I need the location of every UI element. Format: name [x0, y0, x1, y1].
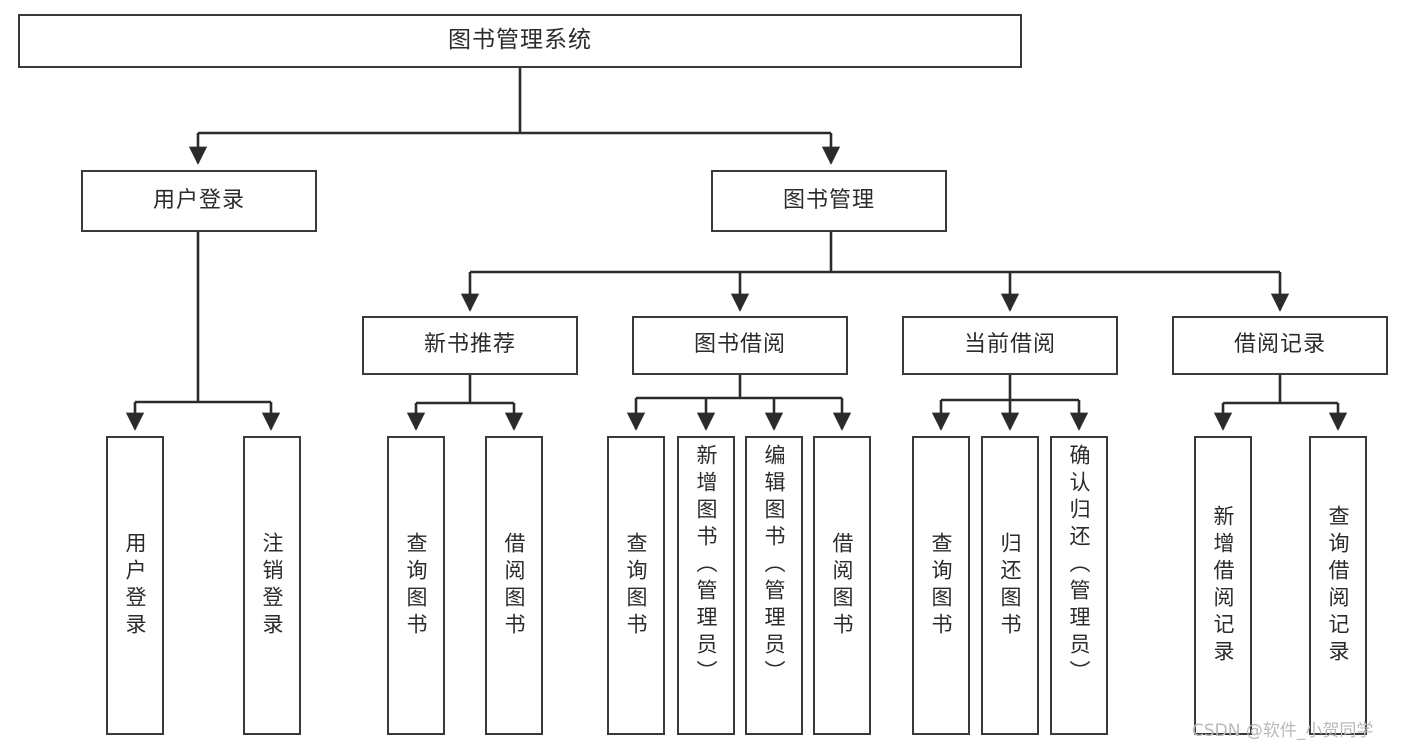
node-current-borrow[interactable]: 当前借阅 — [902, 316, 1118, 375]
node-label: 查询图书 — [624, 531, 649, 640]
csdn-watermark: CSDN @软件_小贺同学 — [1192, 721, 1374, 741]
leaf-borrow-book-2[interactable]: 借阅图书 — [813, 436, 871, 735]
node-book-borrow[interactable]: 图书借阅 — [632, 316, 848, 375]
leaf-query-borrow-record[interactable]: 查询借阅记录 — [1309, 436, 1367, 735]
node-root-system[interactable]: 图书管理系统 — [18, 14, 1022, 68]
node-label: 用户登录 — [152, 187, 245, 213]
node-borrow-record[interactable]: 借阅记录 — [1172, 316, 1388, 375]
leaf-edit-book-admin[interactable]: 编辑图书（管理员） — [745, 436, 803, 735]
node-label: 图书借阅 — [693, 332, 786, 358]
leaf-return-book[interactable]: 归还图书 — [981, 436, 1039, 735]
leaf-add-book-admin[interactable]: 新增图书（管理员） — [677, 436, 735, 735]
node-label: 编辑图书（管理员） — [762, 444, 787, 687]
leaf-user-login[interactable]: 用户登录 — [106, 436, 164, 735]
node-user-login[interactable]: 用户登录 — [81, 170, 317, 232]
node-label: 借阅图书 — [502, 531, 527, 640]
node-label: 图书管理系统 — [448, 27, 592, 54]
node-label: 新书推荐 — [423, 332, 516, 358]
node-label: 确认归还（管理员） — [1067, 444, 1092, 687]
node-label: 新增图书（管理员） — [694, 444, 719, 687]
leaf-add-borrow-record[interactable]: 新增借阅记录 — [1194, 436, 1252, 735]
node-label: 借阅记录 — [1233, 332, 1326, 358]
node-label: 借阅图书 — [830, 531, 855, 640]
node-book-manage[interactable]: 图书管理 — [711, 170, 947, 232]
node-label: 图书管理 — [782, 187, 875, 213]
node-label: 新增借阅记录 — [1211, 504, 1236, 667]
leaf-logout-login[interactable]: 注销登录 — [243, 436, 301, 735]
node-label: 用户登录 — [123, 531, 148, 640]
node-new-book-recommend[interactable]: 新书推荐 — [362, 316, 578, 375]
node-label: 注销登录 — [260, 531, 285, 640]
node-label: 当前借阅 — [963, 332, 1056, 358]
leaf-confirm-return-admin[interactable]: 确认归还（管理员） — [1050, 436, 1108, 735]
leaf-query-book-1[interactable]: 查询图书 — [387, 436, 445, 735]
leaf-borrow-book-1[interactable]: 借阅图书 — [485, 436, 543, 735]
node-label: 查询图书 — [404, 531, 429, 640]
node-label: 查询图书 — [929, 531, 954, 640]
leaf-query-book-3[interactable]: 查询图书 — [912, 436, 970, 735]
node-label: 查询借阅记录 — [1326, 504, 1351, 667]
node-label: 归还图书 — [998, 531, 1023, 640]
leaf-query-book-2[interactable]: 查询图书 — [607, 436, 665, 735]
